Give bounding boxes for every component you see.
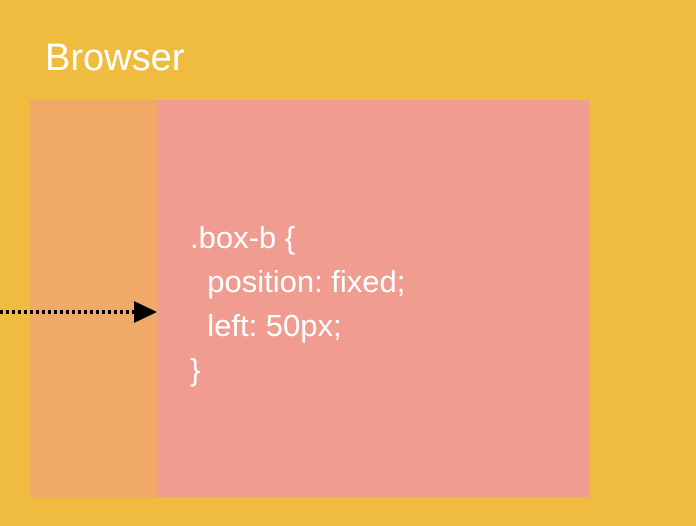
code-line-closing-brace: } xyxy=(190,352,201,387)
browser-title: Browser xyxy=(45,37,185,79)
css-code-block: .box-b { position: fixed; left: 50px; } xyxy=(190,216,405,392)
code-line-position: position: fixed; xyxy=(190,264,406,299)
code-line-selector: .box-b { xyxy=(190,220,296,255)
code-line-left: left: 50px; xyxy=(190,308,342,343)
fixed-box-b: .box-b { position: fixed; left: 50px; } xyxy=(158,100,589,497)
